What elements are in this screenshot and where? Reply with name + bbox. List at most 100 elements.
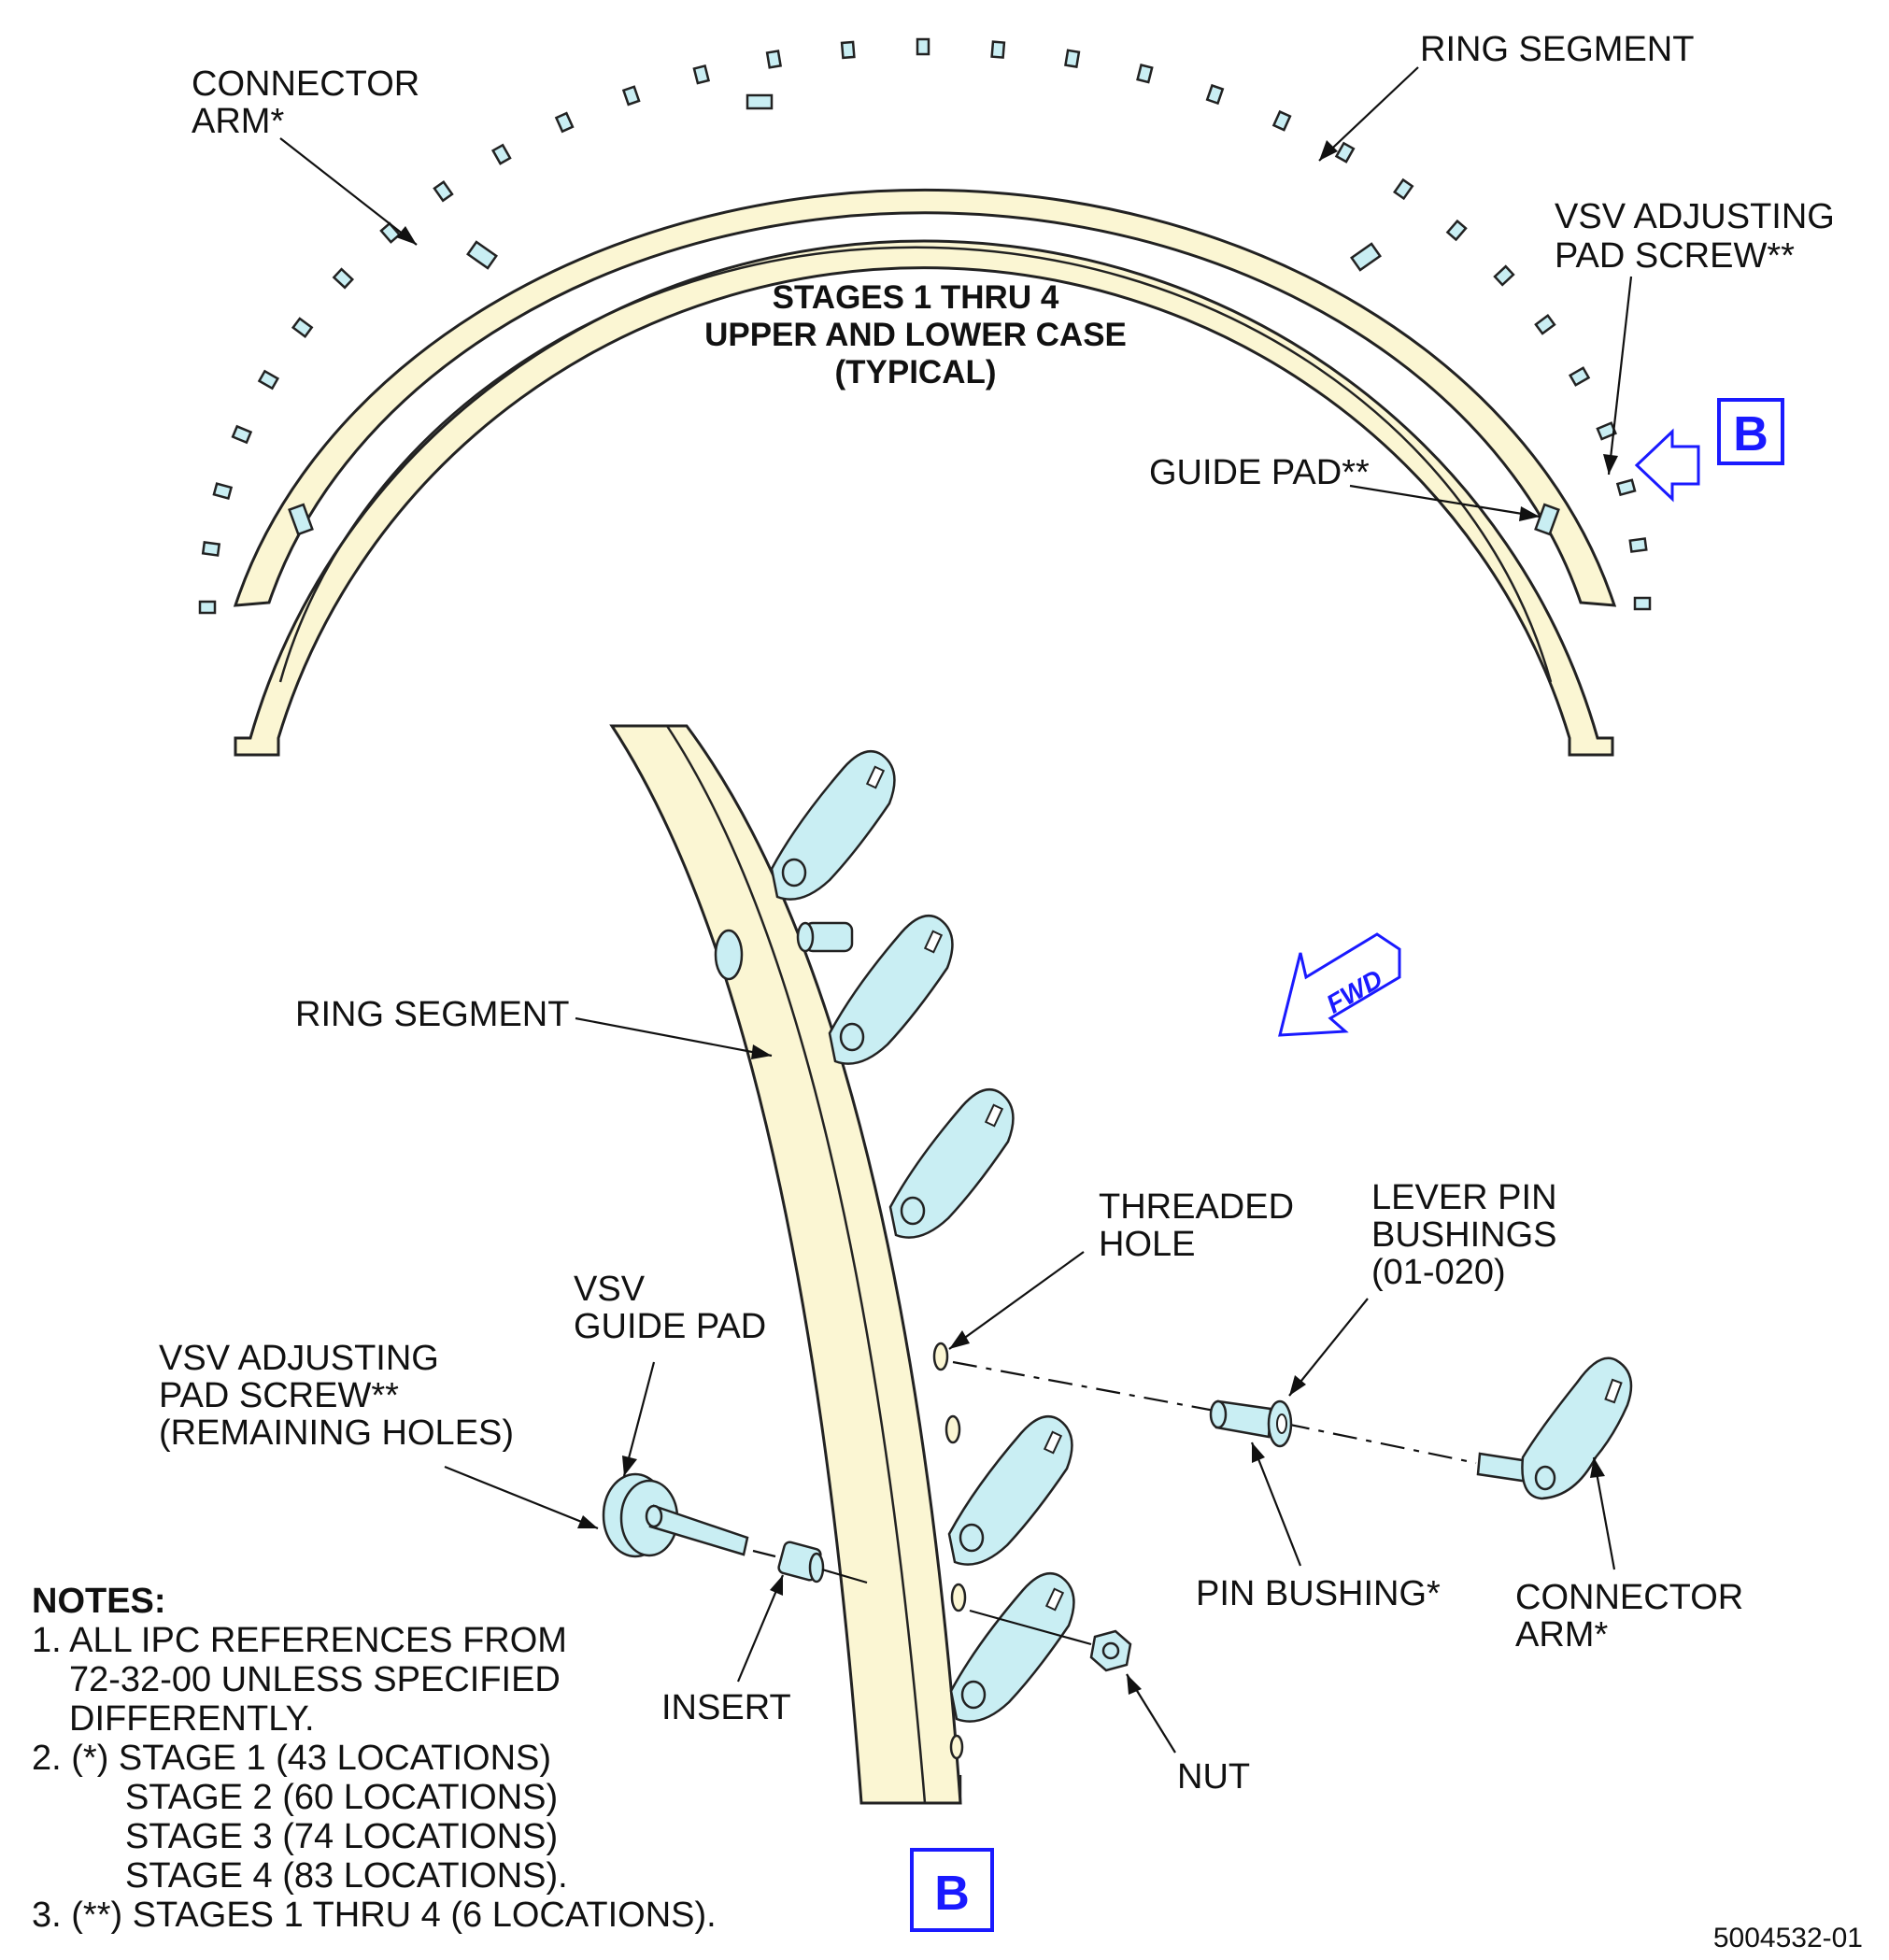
view-b-direction-arrow: [1634, 428, 1700, 503]
insert-arrowhead: [770, 1575, 783, 1596]
pad-screw-tip: [752, 1549, 776, 1558]
nut-bore: [1101, 1641, 1120, 1660]
vsv-screw-top-label-2: PAD SCREW**: [1555, 236, 1795, 276]
detail-ring-step: [665, 725, 927, 1804]
ring-connector-arm-boss: [839, 1022, 865, 1052]
ring-fastener: [1393, 178, 1414, 201]
lever-pin-bushings-label-1: LEVER PIN: [1371, 1178, 1557, 1217]
detail-connector-arms: [770, 750, 1075, 1723]
ring-connector-arm: [888, 1088, 1015, 1239]
ring-fastener: [1136, 64, 1154, 84]
lever-pin-bushings-arrowhead: [1289, 1375, 1306, 1396]
exploded-nut: [1089, 1629, 1132, 1672]
ring-segment-top-label: RING SEGMENT: [1420, 30, 1694, 69]
insert-axis-line: [821, 1568, 868, 1584]
ring-rear-pad: [714, 929, 744, 981]
ring-fastener: [621, 85, 641, 107]
detail-view-b-box: [910, 1848, 994, 1932]
ring-fastener: [1445, 219, 1468, 242]
hole-2: [944, 1414, 961, 1444]
guide-pad-top-label: GUIDE PAD**: [1149, 453, 1370, 492]
guide-pad-top-left: [466, 240, 498, 270]
vsv-pad-screw-end: [645, 1504, 663, 1528]
top-ring-assembly: [233, 188, 1617, 757]
ring-fastener: [1628, 537, 1648, 553]
ring-pad-screw-head: [796, 921, 815, 953]
fwd-arrow-shape: [1278, 932, 1401, 1037]
nut-axis-line: [969, 1609, 1092, 1646]
ring-fastener: [433, 180, 454, 203]
ring-fastener: [692, 64, 711, 85]
connector-arm-label-2: ARM*: [192, 102, 284, 141]
ring-segment-top-leader: [1318, 66, 1419, 162]
exploded-insert: [777, 1541, 825, 1584]
ring-inner-edge: [278, 246, 1553, 683]
threaded-hole-arrowhead: [949, 1330, 970, 1349]
connector-arm-leader: [279, 137, 418, 246]
top-title-line-3: (TYPICAL): [834, 354, 996, 391]
note-line-8: 3. (**) STAGES 1 THRU 4 (6 LOCATIONS).: [32, 1896, 717, 1935]
note-line-2: 72-32-00 UNLESS SPECIFIED: [69, 1660, 561, 1699]
connector-arm-label-1: CONNECTOR: [192, 64, 419, 104]
ring-fastener: [916, 37, 930, 56]
ring-fastener: [554, 111, 575, 134]
vsv-screw-top-arrowhead: [1603, 454, 1618, 475]
exploded-arm-pin: [1476, 1452, 1530, 1484]
ring-connector-arm-boss: [960, 1680, 987, 1710]
insert-face: [808, 1552, 825, 1584]
pin-bushing-end: [1209, 1399, 1228, 1429]
pin-bushing-leader: [1250, 1442, 1302, 1567]
ring-connector-arm-slot: [1043, 1430, 1063, 1455]
detail-view-b-letter: B: [934, 1867, 970, 1921]
vsv-screw-detail-label-3: (REMAINING HOLES): [159, 1413, 514, 1453]
outer-ring-segment: [233, 188, 1617, 607]
guide-pad-left: [288, 503, 314, 536]
vsv-screw-detail-arrowhead: [577, 1515, 598, 1528]
ring-fastener: [198, 600, 217, 615]
ring-fastener: [1271, 109, 1292, 132]
guide-pad-right: [1534, 503, 1560, 536]
ring-connector-arm-boss: [900, 1196, 926, 1226]
detail-holes: [932, 1342, 967, 1760]
arm-center-line: [1285, 1422, 1477, 1465]
ring-fastener: [840, 40, 856, 60]
detail-view-b-label: B: [910, 1848, 994, 1932]
lever-pin-bushings-label-3: (01-020): [1371, 1253, 1506, 1292]
hole-3: [950, 1583, 967, 1612]
ring-fastener: [231, 424, 253, 445]
ring-connector-arm-boss: [781, 858, 807, 888]
exploded-arm-slot: [1604, 1378, 1623, 1404]
connector-arm-detail-label-1: CONNECTOR: [1515, 1578, 1743, 1617]
notes-block: NOTES: 1. ALL IPC REFERENCES FROM 72-32-…: [32, 1582, 717, 1935]
ring-segment-detail-leader: [575, 1016, 773, 1058]
exploded-connector-arm: [1476, 1356, 1633, 1500]
note-line-5: STAGE 2 (60 LOCATIONS): [125, 1778, 558, 1817]
pin-bushing-bore: [1276, 1413, 1287, 1434]
ring-fastener: [1534, 314, 1556, 335]
connector-arm-detail-label-2: ARM*: [1515, 1615, 1608, 1655]
ring-connector-arm: [770, 750, 896, 901]
connector-arm-detail-arrowhead: [1590, 1457, 1605, 1478]
guide-pad-top-arrowhead: [1519, 506, 1540, 521]
ring-fastener: [1064, 49, 1081, 69]
ring-fastener: [1205, 83, 1225, 106]
ring-connector-arm-slot: [984, 1103, 1004, 1128]
guide-pad-top-leader: [1349, 484, 1541, 518]
pin-bushing-arrowhead: [1252, 1442, 1265, 1463]
exploded-pin-bushing: [1209, 1399, 1293, 1448]
ring-fastener: [1633, 596, 1652, 611]
notes-heading: NOTES:: [32, 1582, 166, 1621]
ring-fastener: [257, 369, 280, 391]
insert-label: INSERT: [661, 1688, 791, 1727]
ring-fastener: [490, 143, 512, 165]
top-guide-pads: [288, 93, 1560, 536]
top-title-line-2: UPPER AND LOWER CASE: [704, 317, 1127, 353]
ring-fastener: [765, 50, 783, 69]
guide-pad-top-right: [1350, 242, 1382, 272]
vsv-guide-pad-label-2: GUIDE PAD: [574, 1307, 766, 1346]
view-b-callout: B: [1634, 398, 1784, 503]
ring-fastener: [1568, 366, 1591, 387]
ring-fastener: [1615, 478, 1637, 497]
note-line-7: STAGE 4 (83 LOCATIONS).: [125, 1856, 568, 1896]
note-line-4: 2. (*) STAGE 1 (43 LOCATIONS): [32, 1739, 551, 1778]
